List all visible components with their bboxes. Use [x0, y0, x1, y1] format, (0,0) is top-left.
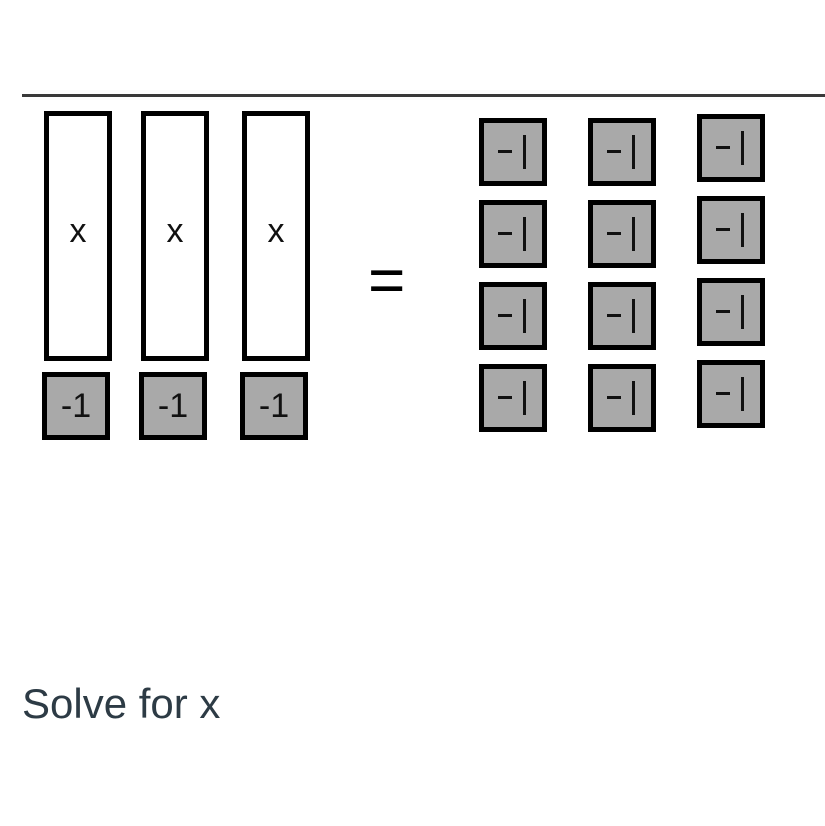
neg-one-unit-tile	[697, 360, 765, 428]
x-tile: x	[242, 111, 310, 361]
one-glyph	[632, 381, 635, 415]
minus-glyph	[498, 232, 512, 235]
one-glyph	[632, 299, 635, 333]
one-glyph	[741, 213, 744, 247]
one-glyph	[632, 135, 635, 169]
neg-one-unit-tile	[588, 200, 656, 268]
minus-glyph	[607, 314, 621, 317]
neg-one-tile: -1	[42, 372, 110, 440]
neg-one-unit-tile	[697, 196, 765, 264]
neg-one-unit-tile	[479, 200, 547, 268]
neg-one-unit-tile	[697, 278, 765, 346]
one-glyph	[632, 217, 635, 251]
minus-glyph	[498, 314, 512, 317]
neg-one-unit-tile	[588, 282, 656, 350]
minus-glyph	[498, 150, 512, 153]
x-tile-label: x	[69, 211, 87, 250]
neg-one-tile: -1	[139, 372, 207, 440]
top-divider	[22, 94, 825, 97]
neg-one-unit-tile	[697, 114, 765, 182]
one-glyph	[523, 381, 526, 415]
neg-one-unit-tile	[479, 118, 547, 186]
neg-one-tile: -1	[240, 372, 308, 440]
question-prompt: Solve for x	[22, 680, 221, 727]
neg-one-unit-tile	[479, 364, 547, 432]
minus-glyph	[607, 232, 621, 235]
one-glyph	[523, 217, 526, 251]
minus-glyph	[607, 150, 621, 153]
one-glyph	[741, 295, 744, 329]
x-tile-label: x	[267, 211, 285, 250]
one-glyph	[523, 299, 526, 333]
one-glyph	[741, 377, 744, 411]
minus-glyph	[607, 396, 621, 399]
x-tile: x	[44, 111, 112, 361]
one-glyph	[741, 131, 744, 165]
neg-one-unit-tile	[479, 282, 547, 350]
minus-glyph	[716, 146, 730, 149]
minus-glyph	[716, 310, 730, 313]
equals-sign: =	[368, 244, 406, 316]
minus-glyph	[716, 228, 730, 231]
minus-glyph	[716, 392, 730, 395]
neg-one-unit-tile	[588, 118, 656, 186]
minus-glyph	[498, 396, 512, 399]
x-tile: x	[141, 111, 209, 361]
x-tile-label: x	[166, 211, 184, 250]
one-glyph	[523, 135, 526, 169]
neg-one-unit-tile	[588, 364, 656, 432]
